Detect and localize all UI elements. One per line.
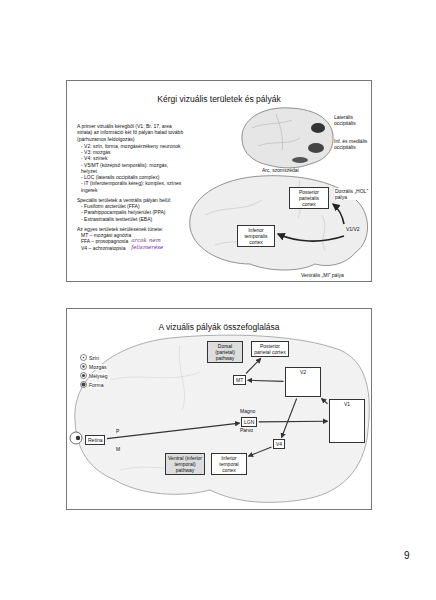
body-text: - V5/MT (középső temporális): mozgás, he…: [77, 162, 185, 175]
legend-glyph: [82, 383, 86, 387]
area-box: Posterior parietalis cortex: [289, 187, 329, 209]
brain-region: [292, 157, 308, 163]
eye-pupil: [76, 436, 80, 440]
area-box: Retina: [85, 435, 105, 445]
legend-sample: [81, 382, 87, 388]
brain-gyri: [252, 114, 300, 150]
pathway-arrow: [282, 399, 297, 438]
legend-icon: [80, 381, 87, 388]
legend-glyph: [82, 374, 85, 377]
area-box: MT: [233, 375, 246, 385]
area-box: Posterior parietal cortex: [251, 341, 289, 357]
area-label: Magno: [240, 408, 255, 414]
legend-glyph: [82, 366, 84, 368]
body-text: - Extrastriatális testterület (EBA): [77, 216, 185, 222]
body-text: Az egyes területek sérülésének tünete:: [77, 226, 185, 232]
brain-gyri: [205, 180, 325, 250]
area-box: V1: [329, 399, 365, 443]
body-text: A primer vizuális kéregből (V1; Br. 17, …: [77, 123, 185, 142]
legend-icon: [80, 372, 87, 379]
slide-title: A vizuális pályák összefoglalása: [67, 322, 371, 332]
area-box: LGN: [241, 417, 257, 427]
body-text: - Parahippocampalis helyterület (PPA): [77, 209, 185, 215]
page-number: 9: [404, 550, 410, 562]
body-text: FFA – prosopagnosia: [77, 238, 185, 244]
eye-icon: [70, 432, 82, 444]
area-label: Ventrális „MI” pálya: [300, 272, 345, 278]
body-text: - V2: szín, forma, mozgásérzékeny neuron…: [77, 143, 185, 149]
area-label: Arc, szomszédai: [262, 167, 299, 173]
area-label: Dorzális „HOL” pálya: [334, 188, 370, 200]
body-text: - Fusiform arcterület (FFA): [77, 203, 185, 209]
brain-gyri: [110, 345, 205, 470]
legend-item: Forma: [80, 375, 103, 393]
dorsal-arrow: [333, 204, 344, 224]
body-text: - V3: mozgás: [77, 149, 185, 155]
legend-text: Forma: [89, 382, 103, 388]
pathway-arrow: [246, 359, 261, 374]
box-label: Posterior parietal cortex: [254, 343, 286, 355]
area-label: V1/V2: [346, 226, 360, 232]
brain-region: [311, 123, 325, 133]
area-box: Inferior temporal cortex: [211, 453, 247, 475]
area-box: V4: [273, 439, 285, 449]
pathway-arrow: [259, 421, 328, 423]
text-column: A primer vizuális kéregből (V1; Br. 17, …: [77, 123, 185, 251]
small-brain: [242, 108, 333, 168]
legend-text: Mélység: [89, 373, 108, 379]
body-text: - IT (inferotemporális kéreg): komplex, …: [77, 180, 185, 193]
area-label: Laterális occipitális: [334, 114, 370, 126]
box-label: V1: [332, 401, 362, 407]
area-box: V2: [285, 367, 321, 397]
legend-icon: [80, 354, 87, 361]
body-text: - V4: színek: [77, 155, 185, 161]
box-label: Dorsal (parietal) pathway: [210, 343, 240, 361]
slide-panel: A vizuális pályák összefoglalásaDorsal (…: [66, 308, 372, 510]
legend-text: Szín: [89, 355, 99, 361]
box-label: Inferior temporal cortex: [214, 455, 244, 473]
area-box: Ventral (inferior temporal) pathway: [165, 453, 205, 475]
ventral-arrow: [278, 234, 344, 241]
slide-panel: A primer vizuális kéregből (V1; Br. 17, …: [66, 80, 372, 282]
legend-glyph: [83, 357, 85, 359]
box-label: Inferior temporalis cortex: [240, 227, 272, 245]
area-label: Inf. és mediális occipitális: [334, 138, 370, 150]
pathway-arrow: [248, 380, 284, 381]
body-text: MT – mozgási agnózia: [77, 232, 185, 238]
body-text: V4 – achromatopsia: [77, 245, 185, 251]
area-box: Dorsal (parietal) pathway: [207, 341, 243, 363]
legend-icon: [80, 363, 87, 370]
handwritten-note: arcok nem felismerése: [131, 237, 183, 250]
area-box: Inferior temporalis cortex: [237, 225, 275, 247]
area-label: M: [116, 446, 120, 452]
legend-sample: [81, 364, 87, 370]
box-label: LGN: [244, 419, 254, 425]
summary-brain: [75, 335, 369, 502]
legend-sample: [81, 355, 87, 361]
box-label: V2: [288, 369, 318, 375]
legend-sample: [81, 373, 87, 379]
brain-region: [308, 143, 324, 153]
pathway-arrow: [107, 423, 240, 439]
area-label: Parvo: [240, 427, 253, 433]
body-text: Speciális területek a ventrális pályán b…: [77, 197, 185, 203]
pathway-arrow: [249, 447, 272, 456]
box-label: Ventral (inferior temporal) pathway: [168, 455, 202, 473]
box-label: V4: [276, 441, 282, 447]
box-label: Posterior parietalis cortex: [292, 189, 326, 207]
slide-title: Kérgi vizuális területek és pályák: [67, 94, 371, 104]
box-label: MT: [236, 377, 243, 383]
body-text: - LOC (lateralis occipitalis complex): [77, 174, 185, 180]
area-label: P: [116, 428, 119, 434]
legend-text: Mozgás: [89, 364, 107, 370]
pathway-arrow: [322, 399, 328, 404]
box-label: Retina: [88, 437, 102, 443]
